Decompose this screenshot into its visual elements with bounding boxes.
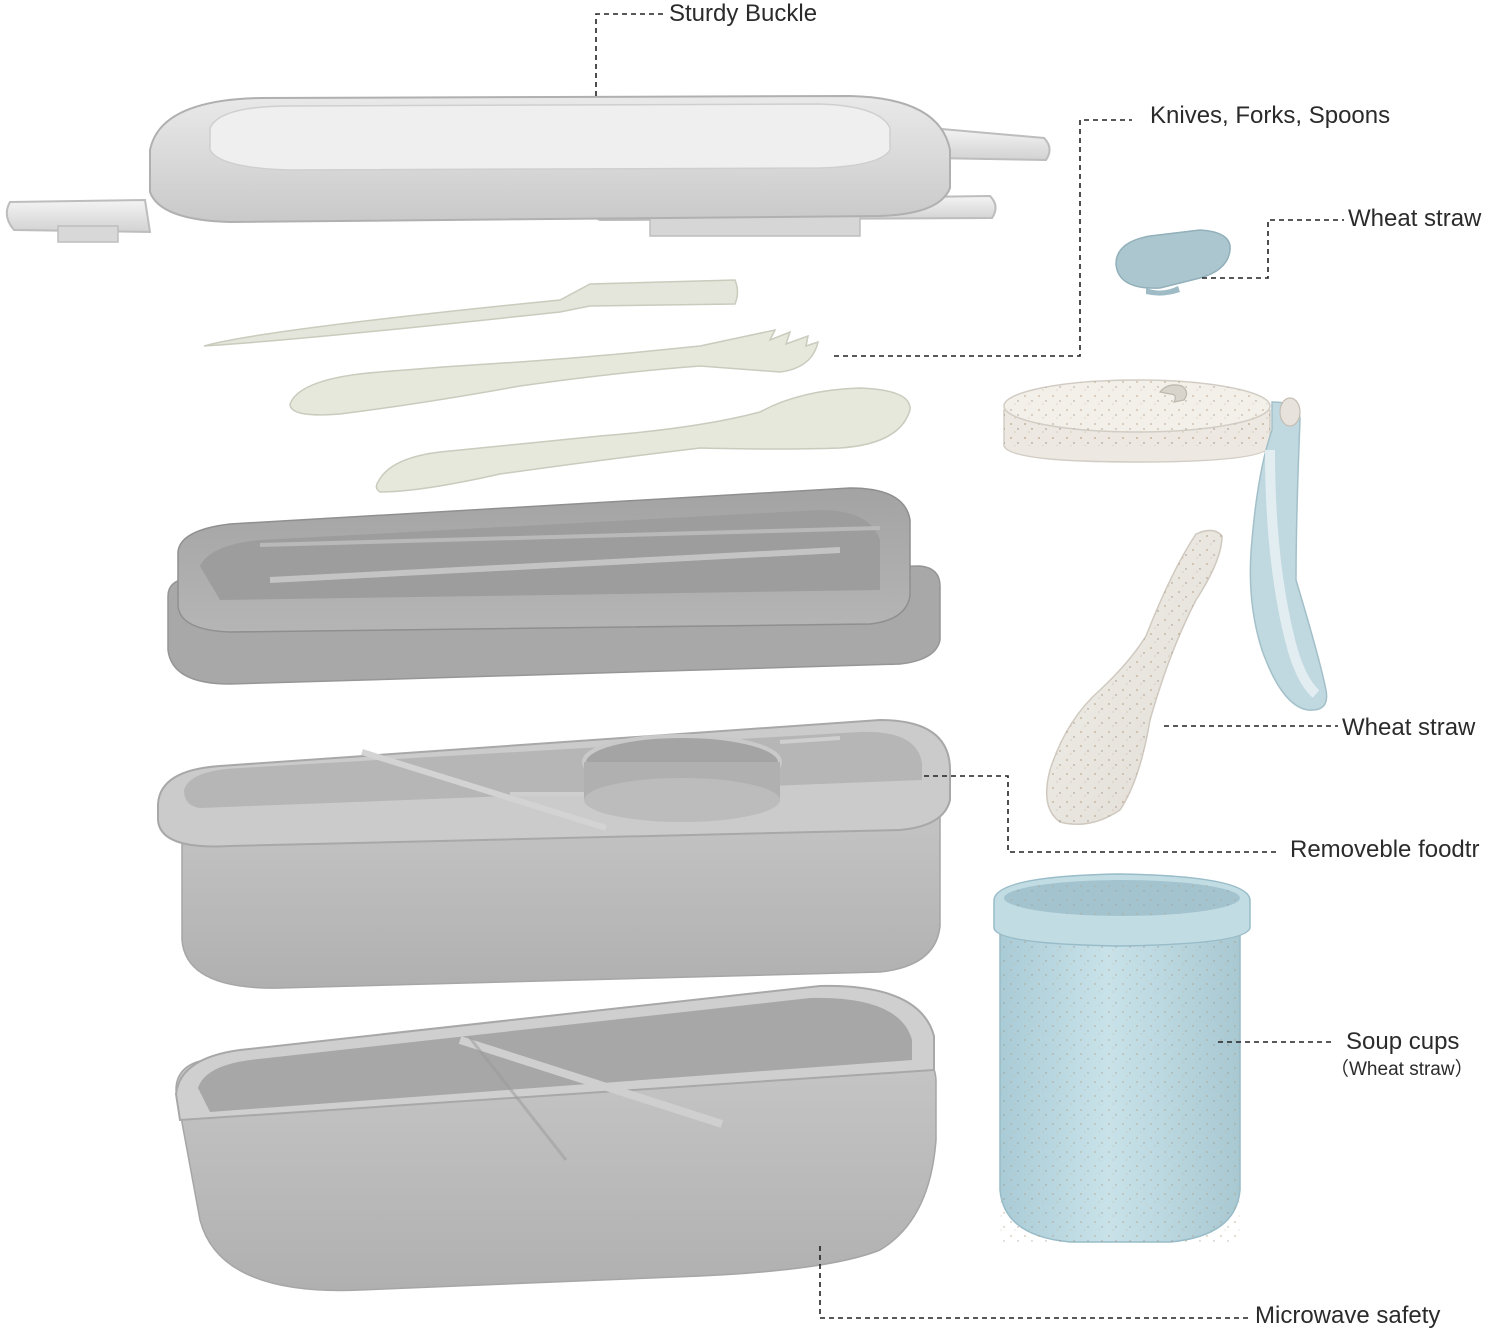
leader-cutlery: [834, 119, 1132, 357]
label-sturdy-buckle: Sturdy Buckle: [669, 0, 818, 27]
separator-tray: [167, 487, 941, 685]
spoon: [375, 387, 911, 493]
soup-spoon: [1045, 529, 1223, 825]
upper-container: [157, 718, 951, 989]
label-microwave: Microwave safety: [1255, 1302, 1441, 1329]
leader-lines: [595, 13, 1344, 1319]
label-food-tray: Removeble foodtr: [1290, 836, 1480, 863]
right-buckle-top: [929, 126, 1051, 162]
leader-sturdy-buckle: [595, 13, 664, 96]
soup-cup: [993, 873, 1251, 1243]
lid-group: [5, 94, 1051, 243]
bottom-container: [174, 984, 937, 1292]
fork: [289, 328, 820, 416]
leader-food-tray: [924, 775, 1276, 853]
cutlery-group: [203, 279, 911, 493]
knife: [203, 279, 739, 347]
label-cup-lid-material: Wheat straw: [1348, 205, 1482, 232]
label-soup-cup-material: （Wheat straw）: [1330, 1059, 1474, 1080]
left-buckle: [5, 198, 152, 234]
leader-cup-lid: [1202, 219, 1344, 279]
cup-lid-with-strap: [1003, 379, 1328, 711]
leader-microwave: [819, 1246, 1248, 1319]
label-cutlery: Knives, Forks, Spoons: [1150, 102, 1391, 129]
label-spoon-material: Wheat straw: [1342, 714, 1476, 741]
small-blue-lid: [1115, 229, 1231, 296]
label-soup-cup: Soup cups: [1346, 1028, 1460, 1055]
